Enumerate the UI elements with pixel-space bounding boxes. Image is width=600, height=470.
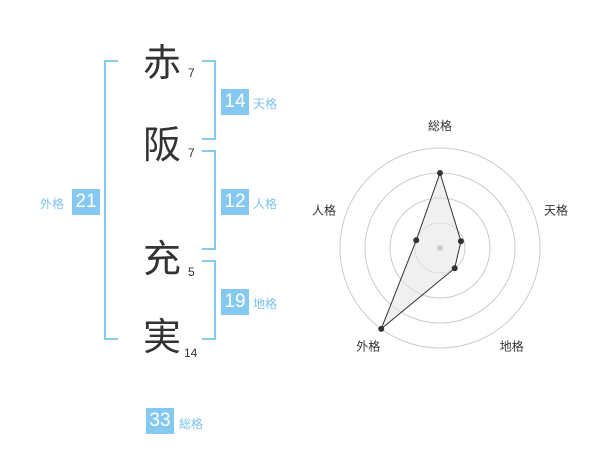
- chikaku-label: 地格: [253, 297, 278, 311]
- radar-axis-label-4: 外格: [356, 339, 380, 354]
- stroke-count-1: 7: [188, 66, 195, 80]
- name-char-3: 充: [143, 237, 182, 281]
- tenkaku-label: 天格: [253, 97, 278, 111]
- chikaku-bracket: [202, 260, 216, 340]
- radar-point-1: [437, 170, 443, 176]
- name-char-2: 阪: [143, 123, 182, 167]
- radar-axis-label-1: 総格: [428, 118, 452, 133]
- stroke-count-2: 7: [188, 146, 195, 160]
- jinkaku-label: 人格: [253, 197, 278, 211]
- radar-point-5: [413, 237, 420, 244]
- chikaku-value: 19: [221, 289, 249, 315]
- gaikaku-value: 21: [72, 189, 100, 215]
- tenkaku-bracket: [202, 60, 216, 140]
- gaikaku-bracket: [104, 60, 118, 340]
- stroke-count-3: 5: [188, 265, 195, 279]
- tenkaku-value: 14: [221, 89, 249, 115]
- jinkaku-bracket: [202, 150, 216, 250]
- name-char-1: 赤: [143, 41, 182, 85]
- radar-point-4: [378, 325, 385, 332]
- gaikaku-label: 外格: [40, 197, 65, 211]
- radar-axis-label-5: 人格: [312, 202, 336, 217]
- stroke-count-4: 14: [184, 346, 198, 360]
- radar-series-area: [380, 171, 462, 330]
- radar-center-point: [437, 245, 443, 251]
- radar-point-2: [457, 238, 464, 245]
- radar-axis-label-3: 地格: [500, 339, 524, 354]
- radar-grid-ring-4: [339, 147, 541, 349]
- soukaku-value: 33: [146, 408, 174, 434]
- jinkaku-value: 12: [221, 189, 249, 215]
- radar-point-3: [451, 265, 458, 272]
- name-char-4: 実: [143, 315, 182, 359]
- soukaku-label: 総格: [179, 417, 204, 431]
- radar-axis-label-2: 天格: [544, 202, 568, 217]
